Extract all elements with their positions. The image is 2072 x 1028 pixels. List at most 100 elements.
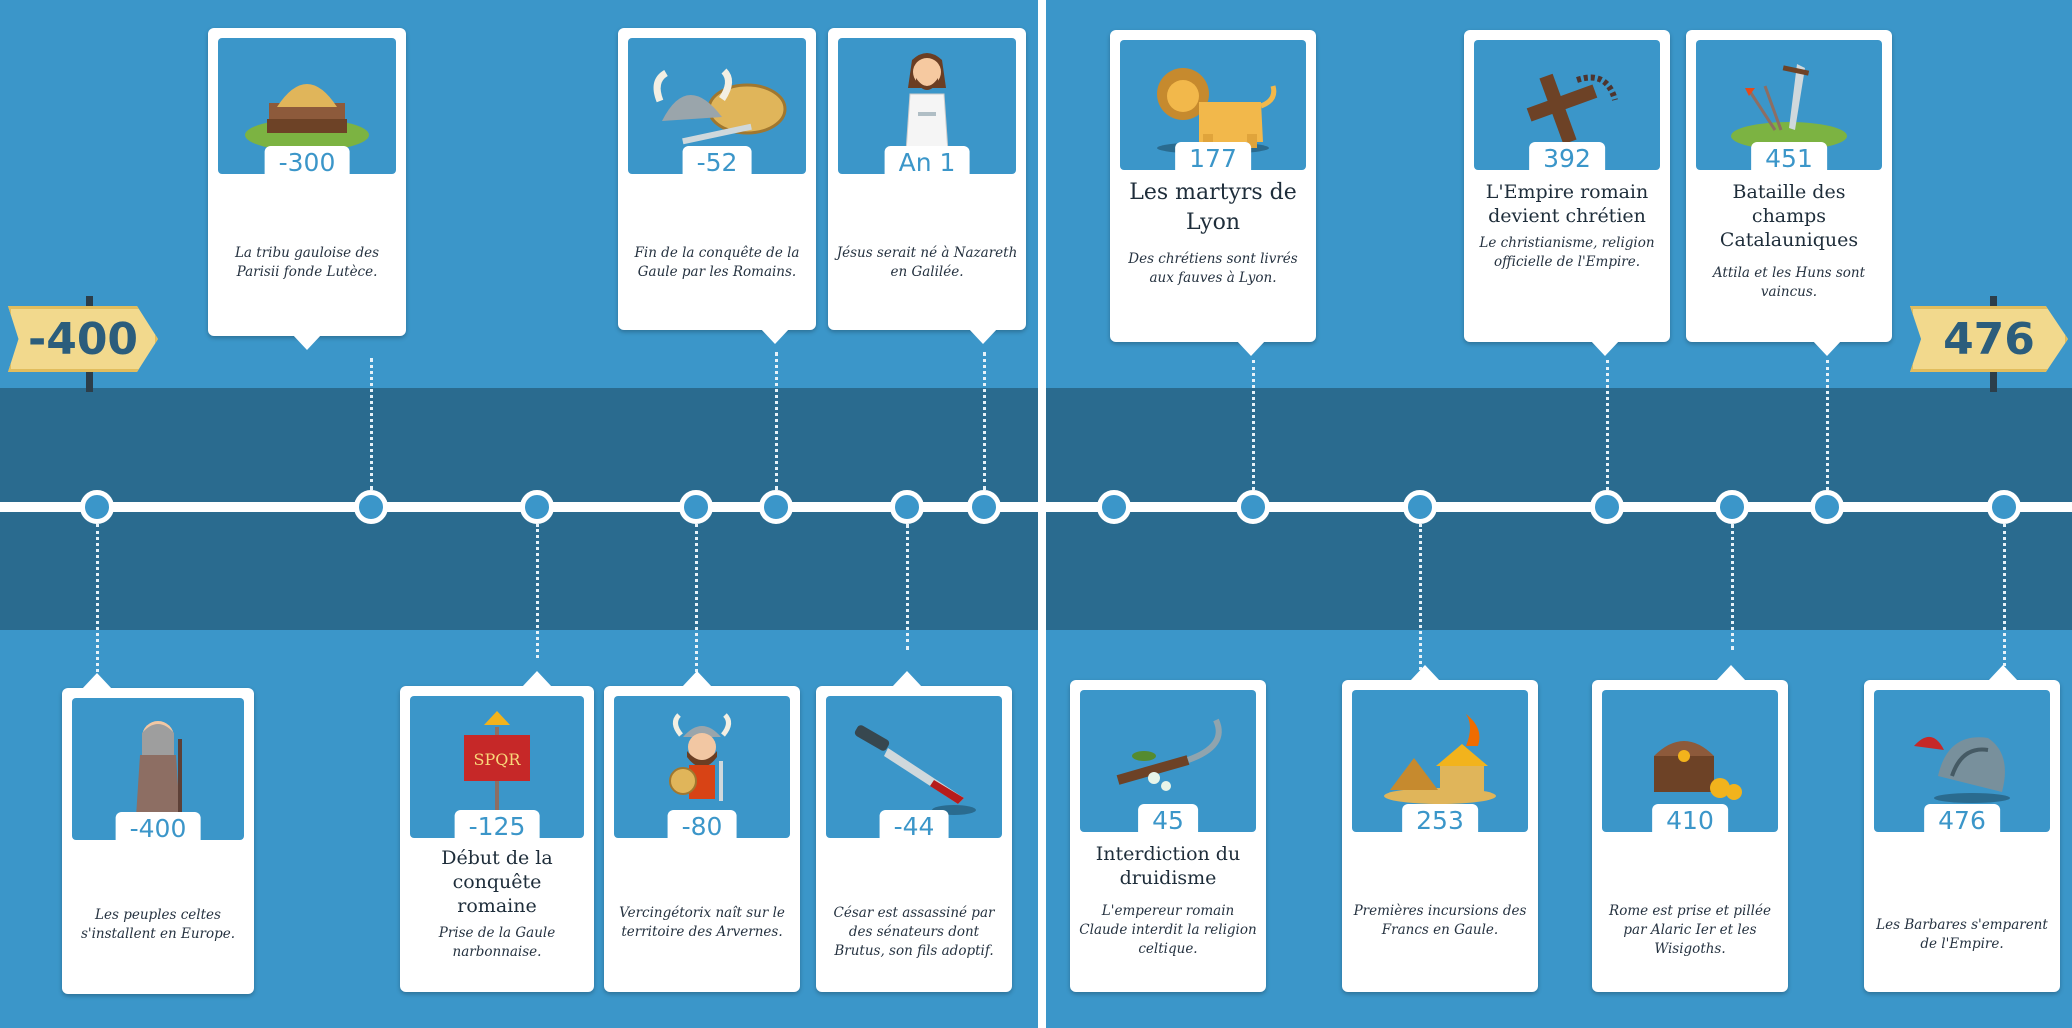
- card-pointer: [760, 328, 790, 344]
- event-title: Bataille des champs Catalauniques: [1719, 181, 1859, 251]
- sickle-and-mistletoe-icon: [1080, 690, 1256, 832]
- event-description: Prise de la Gaule narbonnaise.: [438, 925, 556, 960]
- event-card: 476 Les Barbares s'emparent de l'Empire.: [1864, 665, 2060, 992]
- card-pointer: [1716, 665, 1746, 681]
- timeline-dot: [1403, 490, 1437, 524]
- event-card: -400 Les peuples celtes s'installent en …: [62, 673, 254, 994]
- svg-text:SPQR: SPQR: [474, 750, 522, 769]
- timeline-dot: [1715, 490, 1749, 524]
- event-card: 45 Interdiction du druidisme L'empereur …: [1070, 680, 1266, 992]
- start-date-label: -400: [27, 313, 139, 365]
- illustration-frame: [1120, 40, 1306, 170]
- treasure-chest-icon: [1602, 690, 1778, 832]
- timeline-dot: [1810, 490, 1844, 524]
- event-description: Le christianisme, religion officielle de…: [1479, 235, 1655, 270]
- event-card: 253 Premières incursions des Francs en G…: [1342, 665, 1538, 992]
- event-year: -44: [879, 810, 949, 844]
- event-description: La tribu gauloise des Parisii fonde Lutè…: [234, 245, 380, 280]
- timeline-dot: [80, 490, 114, 524]
- event-card: 451 Bataille des champs Catalauniques At…: [1686, 30, 1892, 356]
- event-year: 410: [1652, 804, 1728, 838]
- timeline-dot: [1236, 490, 1270, 524]
- end-date-label: 476: [1943, 313, 2035, 365]
- connector-stem: [906, 524, 909, 650]
- connector-stem: [536, 524, 539, 658]
- timeline-dot: [520, 490, 554, 524]
- event-description: Premières incursions des Francs en Gaule…: [1353, 903, 1527, 938]
- celtic-elder-icon: [72, 698, 244, 840]
- card-pointer: [1988, 665, 2018, 681]
- event-description: Fin de la conquête de la Gaule par les R…: [634, 245, 800, 280]
- timeline-dot: [759, 490, 793, 524]
- connector-stem: [96, 524, 99, 678]
- illustration-frame: [72, 698, 244, 840]
- timeline-line: [0, 502, 1038, 512]
- event-description: L'empereur romain Claude interdit la rel…: [1079, 903, 1257, 957]
- card-pointer: [1410, 665, 1440, 681]
- event-year: 45: [1138, 804, 1198, 838]
- event-description: Les Barbares s'emparent de l'Empire.: [1876, 917, 2048, 952]
- helmet-and-shield-icon: [628, 38, 806, 174]
- connector-stem: [1731, 524, 1734, 650]
- timeline-dot: [890, 490, 924, 524]
- event-year: -400: [115, 812, 201, 846]
- event-card: -52 Fin de la conquête de la Gaule par l…: [618, 28, 816, 344]
- event-year: -125: [454, 810, 540, 844]
- event-year: An 1: [884, 146, 970, 180]
- event-year: 451: [1751, 142, 1827, 176]
- event-title: Interdiction du druidisme: [1095, 843, 1241, 889]
- event-card: An 1 Jésus serait né à Nazareth en Galil…: [828, 28, 1026, 344]
- connector-stem: [983, 352, 986, 490]
- event-card: 410 Rome est prise et pillée par Alaric …: [1592, 665, 1788, 992]
- card-pointer: [522, 671, 552, 687]
- event-card: -80 Vercingétorix naît sur le territoire…: [604, 671, 800, 992]
- burning-huts-icon: [1352, 690, 1528, 832]
- event-card: -44 César est assassiné par des sénateur…: [816, 671, 1012, 992]
- event-year: 177: [1175, 142, 1251, 176]
- event-title: Début de la conquête romaine: [441, 847, 553, 917]
- timeline-dot: [354, 490, 388, 524]
- event-year: -52: [682, 146, 752, 180]
- timeline-dot: [1590, 490, 1624, 524]
- event-year: -300: [264, 146, 350, 180]
- card-pointer: [682, 671, 712, 687]
- card-pointer: [968, 328, 998, 344]
- connector-stem: [1826, 360, 1829, 490]
- timeline-right-page: 476 177 Les: [1046, 0, 2072, 1028]
- card-pointer: [1236, 340, 1266, 356]
- event-description: Des chrétiens sont livrés aux fauves à L…: [1128, 251, 1298, 286]
- gaulish-warrior-icon: [614, 696, 790, 838]
- connector-stem: [1252, 360, 1255, 490]
- timeline-dot: [1097, 490, 1131, 524]
- jesus-figure-icon: [838, 38, 1016, 174]
- timeline-left-page: -400 -300 La tribu gauloise des Pari: [0, 0, 1038, 1028]
- wooden-cross-rosary-icon: [1474, 40, 1660, 170]
- card-pointer: [82, 673, 112, 689]
- sign-board: 476: [1910, 306, 2068, 372]
- event-year: -80: [667, 810, 737, 844]
- event-card: SPQR -125 Début de la conquête romaine P…: [400, 671, 594, 992]
- card-pointer: [1590, 340, 1620, 356]
- card-pointer: [892, 671, 922, 687]
- event-card: 392 L'Empire romain devient chrétien Le …: [1464, 30, 1670, 356]
- connector-stem: [775, 352, 778, 490]
- event-description: Vercingétorix naît sur le territoire des…: [619, 905, 785, 940]
- event-card: -300 La tribu gauloise des Parisii fonde…: [208, 28, 406, 350]
- connector-stem: [1419, 524, 1422, 676]
- event-description: Les peuples celtes s'installent en Europ…: [80, 907, 236, 942]
- event-description: César est assassiné par des sénateurs do…: [833, 905, 995, 959]
- sign-board: -400: [8, 306, 158, 372]
- event-year: 476: [1924, 804, 2000, 838]
- fortified-village-icon: [218, 38, 396, 174]
- fallen-roman-helmet-icon: [1874, 690, 2050, 832]
- event-year: 253: [1402, 804, 1478, 838]
- connector-stem: [370, 358, 373, 490]
- event-description: Jésus serait né à Nazareth en Galilée.: [836, 245, 1018, 280]
- event-title: Les martyrs de Lyon: [1129, 180, 1297, 235]
- event-title: L'Empire romain devient chrétien: [1485, 181, 1649, 227]
- card-pointer: [1812, 340, 1842, 356]
- timeline-dot: [967, 490, 1001, 524]
- event-year: 392: [1529, 142, 1605, 176]
- card-pointer: [292, 334, 322, 350]
- connector-stem: [695, 524, 698, 678]
